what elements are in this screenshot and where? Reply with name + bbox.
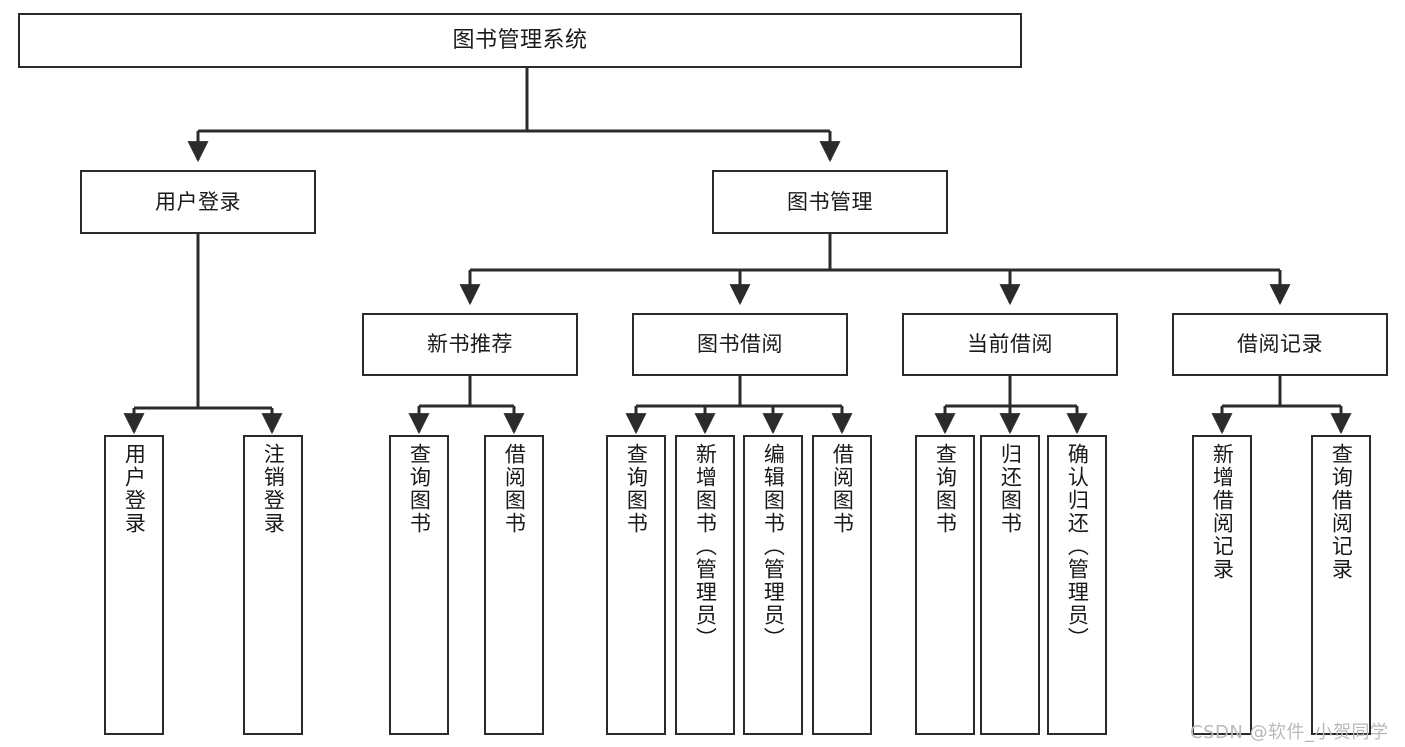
node-user-login[interactable]: 用户登录: [80, 170, 316, 234]
leaf-record-add[interactable]: 新增借阅记录: [1192, 435, 1252, 735]
leaf-rec-query-book[interactable]: 查询图书: [389, 435, 449, 735]
node-label: 用户登录: [155, 189, 241, 214]
node-label: 查询图书: [624, 443, 649, 535]
leaf-record-query[interactable]: 查询借阅记录: [1311, 435, 1371, 735]
node-book-manage[interactable]: 图书管理: [712, 170, 948, 234]
node-label: 确认归还（管理员）: [1065, 443, 1090, 650]
csdn-watermark: CSDN @软件_小贺同学: [1190, 722, 1389, 743]
node-root-system[interactable]: 图书管理系统: [18, 13, 1022, 68]
node-book-borrow[interactable]: 图书借阅: [632, 313, 848, 376]
node-label: 编辑图书（管理员）: [761, 443, 786, 650]
leaf-borrow-borrow-book[interactable]: 借阅图书: [812, 435, 872, 735]
node-label: 查询图书: [933, 443, 958, 535]
node-label: 查询借阅记录: [1329, 443, 1354, 581]
node-new-book-recommend[interactable]: 新书推荐: [362, 313, 578, 376]
node-label: 归还图书: [998, 443, 1023, 535]
leaf-borrow-edit-book[interactable]: 编辑图书（管理员）: [743, 435, 803, 735]
leaf-current-confirm-return[interactable]: 确认归还（管理员）: [1047, 435, 1107, 735]
node-label: 注销登录: [261, 443, 286, 535]
node-label: 图书管理系统: [452, 27, 588, 53]
leaf-logout[interactable]: 注销登录: [243, 435, 303, 735]
node-label: 借阅记录: [1237, 332, 1323, 357]
node-label: 新增借阅记录: [1210, 443, 1235, 581]
node-label: 新增图书（管理员）: [693, 443, 718, 650]
leaf-borrow-add-book[interactable]: 新增图书（管理员）: [675, 435, 735, 735]
leaf-rec-borrow-book[interactable]: 借阅图书: [484, 435, 544, 735]
node-label: 当前借阅: [967, 332, 1053, 357]
leaf-current-return-book[interactable]: 归还图书: [980, 435, 1040, 735]
node-label: 查询图书: [407, 443, 432, 535]
node-label: 用户登录: [122, 443, 147, 535]
node-label: 借阅图书: [502, 443, 527, 535]
node-label: 图书借阅: [697, 332, 783, 357]
node-borrow-record[interactable]: 借阅记录: [1172, 313, 1388, 376]
leaf-borrow-query-book[interactable]: 查询图书: [606, 435, 666, 735]
leaf-current-query-book[interactable]: 查询图书: [915, 435, 975, 735]
leaf-user-login[interactable]: 用户登录: [104, 435, 164, 735]
node-label: 图书管理: [787, 189, 873, 214]
node-label: 借阅图书: [830, 443, 855, 535]
node-label: 新书推荐: [427, 332, 513, 357]
node-current-borrow[interactable]: 当前借阅: [902, 313, 1118, 376]
